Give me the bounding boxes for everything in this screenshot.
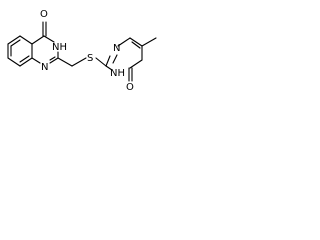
nh-label-right: NH: [110, 68, 125, 79]
sulfur-label: S: [87, 53, 93, 64]
nh-label-left: NH: [52, 42, 67, 53]
oxygen-label-bottom: O: [126, 82, 134, 92]
nitrogen-label-right: N: [113, 43, 120, 54]
quinazolinone-ring: [31, 21, 59, 64]
chemical-structure-diagram: O NH N S N NH O: [7, 9, 157, 93]
structure-canvas: O NH N S N NH O: [0, 0, 170, 93]
benzene-ring: [7, 35, 33, 67]
thioether-linker: [57, 57, 107, 67]
oxygen-label-top: O: [40, 9, 48, 20]
pyrimidinone-ring: [105, 37, 157, 82]
nitrogen-label-left: N: [41, 62, 48, 73]
